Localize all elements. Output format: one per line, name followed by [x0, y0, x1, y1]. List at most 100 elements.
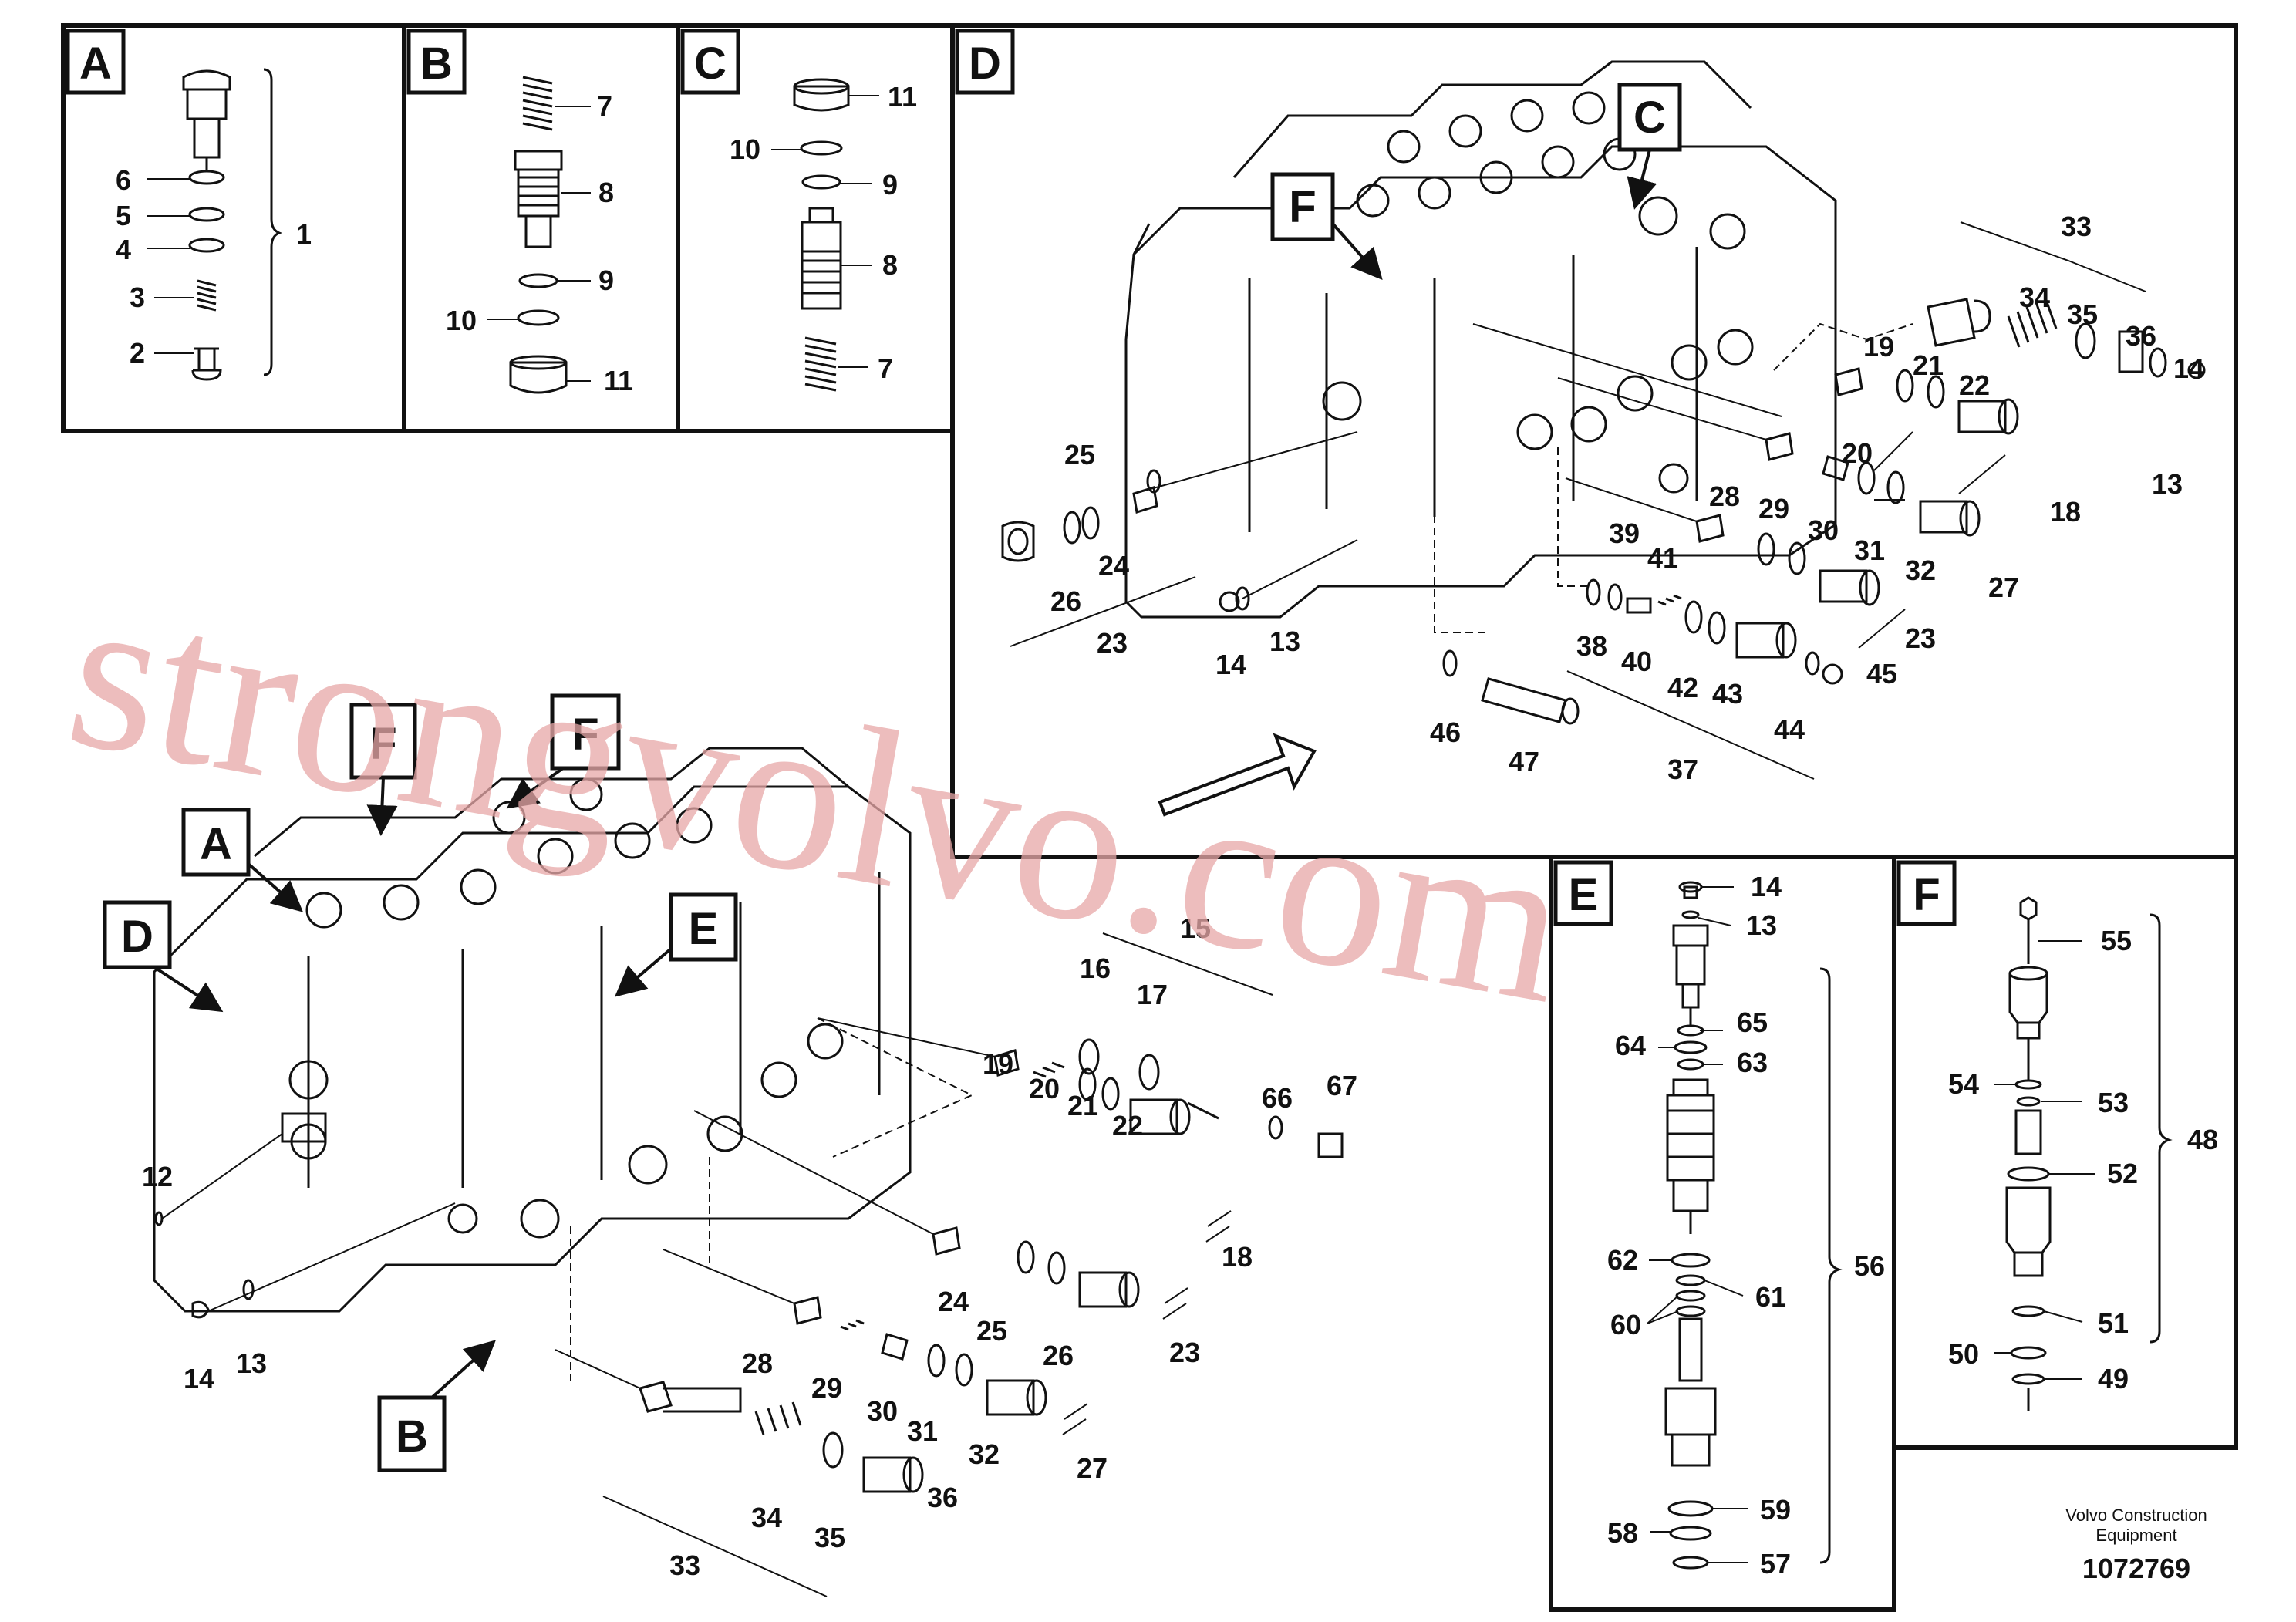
panel-F: F	[1896, 860, 1957, 926]
part-7: 7	[597, 90, 612, 122]
part-64: 64	[1615, 1030, 1646, 1061]
part-58: 58	[1607, 1517, 1638, 1549]
part-34: 34	[751, 1502, 782, 1533]
panel-E: E	[1553, 860, 1613, 926]
main-labels: 15 16 17 66 67 19 20 21 22 12 18 14 13 2…	[142, 912, 1357, 1581]
part-54: 54	[1948, 1068, 1979, 1100]
panel-c-tag: C	[694, 39, 727, 89]
part-8: 8	[882, 249, 898, 281]
part-20: 20	[1842, 437, 1873, 469]
part-11: 11	[888, 81, 917, 113]
part-9: 9	[882, 169, 898, 201]
panel-e-labels: 14 13 65 64 63 56 62 61 60 59 58 57	[1607, 871, 1885, 1580]
panel-d-labels: 33 34 35 36 14 19 21 22 20 13 18 25 28 2…	[1050, 211, 2204, 785]
part-23: 23	[1169, 1337, 1200, 1368]
part-14: 14	[1751, 871, 1782, 902]
part-25: 25	[976, 1315, 1007, 1347]
part-38: 38	[1576, 630, 1607, 662]
part-29: 29	[1758, 493, 1789, 524]
callout-d: D	[121, 912, 153, 962]
part-67: 67	[1327, 1070, 1357, 1101]
part-65: 65	[1737, 1007, 1768, 1038]
panel-d-leaders	[1010, 221, 2146, 780]
part-2: 2	[130, 337, 145, 369]
panel-B: B	[406, 29, 467, 95]
part-20: 20	[1029, 1073, 1060, 1104]
part-30: 30	[1808, 514, 1839, 546]
part-62: 62	[1607, 1244, 1638, 1276]
part-1: 1	[296, 218, 312, 250]
part-55: 55	[2101, 925, 2132, 956]
panel-a-labels: 6 5 4 3 2 1	[116, 164, 312, 369]
part-61: 61	[1755, 1281, 1786, 1313]
part-31: 31	[1854, 534, 1885, 566]
part-19: 19	[983, 1048, 1013, 1080]
part-27: 27	[1077, 1452, 1108, 1484]
panel-c-leaders	[771, 95, 879, 368]
part-34: 34	[2019, 282, 2050, 313]
part-32: 32	[1905, 555, 1936, 586]
part-59: 59	[1760, 1494, 1791, 1526]
part-4: 4	[116, 234, 131, 265]
panel-f-leaders	[1994, 940, 2095, 1380]
part-24: 24	[938, 1286, 969, 1317]
part-66: 66	[1262, 1082, 1293, 1114]
callout-e: E	[689, 904, 719, 954]
part-18: 18	[1222, 1241, 1253, 1273]
callout-f: F	[571, 710, 598, 760]
part-18: 18	[2050, 496, 2081, 528]
part-7: 7	[878, 352, 893, 384]
panel-c-drawing	[793, 78, 850, 392]
part-28: 28	[742, 1347, 773, 1379]
panel-frames	[61, 23, 2238, 1612]
part-19: 19	[1863, 331, 1894, 363]
panel-a-drawing	[182, 68, 283, 381]
footer-branding: Volvo Construction Equipment 1072769	[2065, 1506, 2207, 1584]
part-13: 13	[236, 1347, 267, 1379]
main-parts	[154, 1038, 1344, 1493]
part-60: 60	[1610, 1309, 1641, 1340]
part-16: 16	[1080, 953, 1111, 984]
panel-D: D	[955, 29, 1015, 95]
main-leaders	[161, 932, 1273, 1597]
footer-line2: Equipment	[2095, 1526, 2176, 1545]
part-5: 5	[116, 200, 131, 231]
part-26: 26	[1043, 1340, 1074, 1371]
part-41: 41	[1647, 542, 1678, 574]
callout-f: F	[1289, 182, 1316, 232]
part-29: 29	[811, 1372, 842, 1404]
part-47: 47	[1509, 746, 1539, 777]
part-3: 3	[130, 282, 145, 313]
panel-c-labels: 11 10 9 8 7	[730, 81, 917, 384]
callout-f: F	[369, 719, 396, 769]
panel-d-parts	[1001, 297, 2206, 725]
part-43: 43	[1712, 678, 1743, 710]
part-57: 57	[1760, 1548, 1791, 1580]
panel-A: A	[66, 29, 126, 95]
part-6: 6	[116, 164, 131, 196]
part-31: 31	[907, 1415, 938, 1447]
part-23b: 23	[1905, 622, 1936, 654]
panel-b-labels: 7 8 9 10 11	[446, 90, 633, 396]
panel-e-leaders	[1647, 886, 1748, 1563]
main-valve-body	[153, 747, 912, 1313]
part-9: 9	[598, 265, 614, 296]
watermark-text: strongvolvo.com	[53, 545, 1583, 1050]
panel-C: C	[680, 29, 740, 95]
part-22: 22	[1112, 1110, 1143, 1141]
callout-b: B	[396, 1411, 428, 1462]
panel-d-tag: D	[969, 39, 1001, 89]
part-15: 15	[1180, 912, 1211, 944]
panel-a-leaders	[147, 178, 194, 354]
panel-d-arrow	[1158, 733, 1317, 817]
part-17: 17	[1137, 979, 1168, 1010]
part-56: 56	[1854, 1250, 1885, 1282]
part-13: 13	[1269, 626, 1300, 657]
part-37: 37	[1667, 754, 1698, 785]
part-63: 63	[1737, 1047, 1768, 1078]
panel-b-leaders	[487, 106, 591, 382]
part-28: 28	[1709, 481, 1740, 512]
part-46: 46	[1430, 717, 1461, 748]
part-36: 36	[2126, 320, 2156, 352]
panel-e-drawing	[1664, 881, 1843, 1570]
